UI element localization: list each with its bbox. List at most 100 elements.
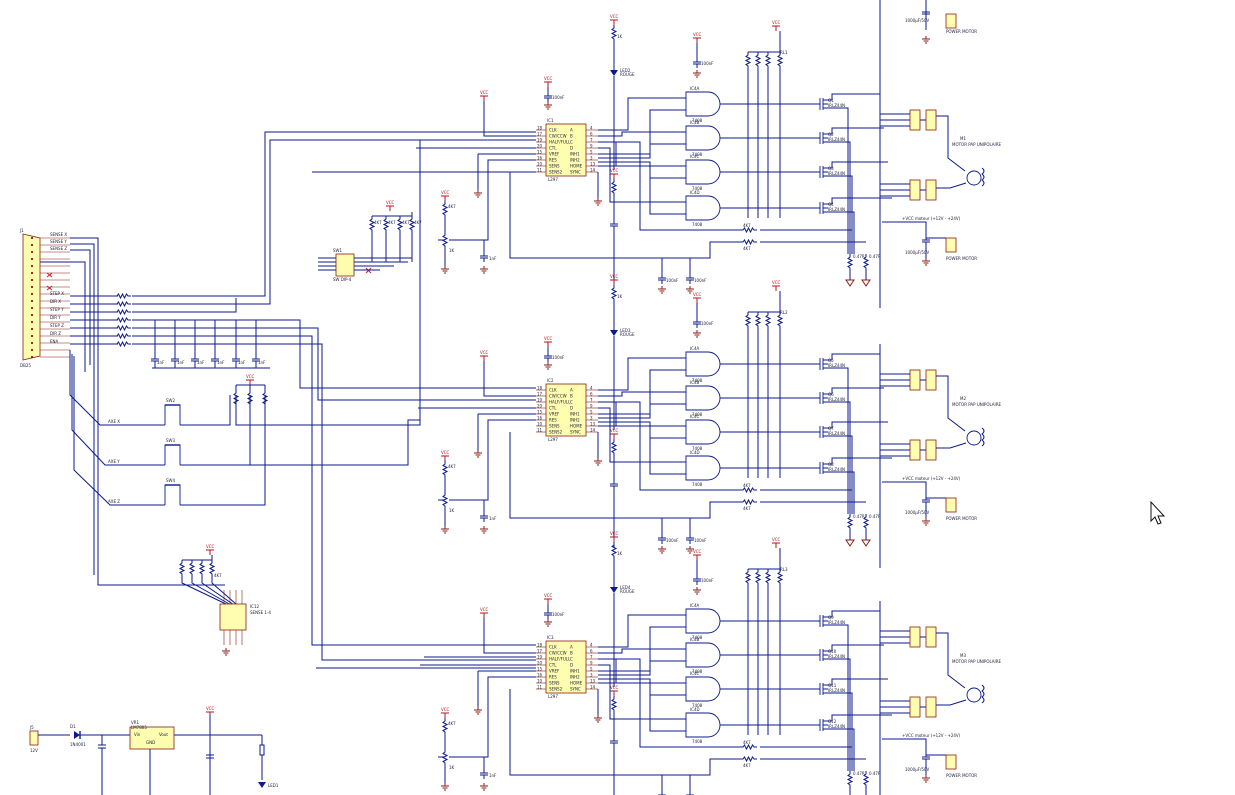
gate-ref: IC4C <box>690 414 700 419</box>
mosfet-part: IRLZ44N <box>828 467 845 472</box>
vcc-symbol <box>610 173 618 179</box>
pin-name: B <box>570 394 573 399</box>
mosfet-part: IRLZ44N <box>828 171 845 176</box>
resistor-value: 0.47R <box>869 254 881 259</box>
limit-switch-ref: SW3 <box>166 438 175 443</box>
ground-symbol <box>594 458 602 466</box>
capacitor-value: 1000µF/50V <box>905 767 929 772</box>
led-power-symbol <box>258 782 266 788</box>
resistor-value: 1K <box>617 551 623 556</box>
filter-capacitor <box>211 355 219 365</box>
decoupling-capacitor <box>544 352 552 362</box>
pin-number: 7 <box>590 397 593 402</box>
db25-pin-label: STEP Z <box>50 323 64 328</box>
pin-number: 14 <box>590 167 596 172</box>
led-power-label: LED1 <box>268 783 279 788</box>
gate-ref: IC4A <box>690 603 700 608</box>
vref-resistor <box>441 201 449 218</box>
dip-pullup-resistor <box>396 216 404 233</box>
gate-pullup-resistor <box>744 312 752 329</box>
pin-name: SYNC <box>570 687 581 692</box>
pin-number: 5 <box>590 149 593 154</box>
pin-name: SYNC <box>570 430 581 435</box>
vcc-label: VCC <box>772 537 781 542</box>
pin-name: RES <box>549 418 557 423</box>
pin-number: 4 <box>590 642 593 647</box>
driver-ic-box <box>545 640 587 694</box>
vcc-label: VCC <box>693 292 702 297</box>
dip-ref: SW1 <box>333 248 342 253</box>
db25-pin-dot <box>30 348 34 352</box>
db25-pin-dot <box>30 243 34 247</box>
ground-symbol <box>658 546 666 554</box>
vcc-label: VCC <box>693 32 702 37</box>
resistor-value: 4K7 <box>448 464 456 469</box>
db25-pin-dot <box>30 355 34 359</box>
motor-bulk-capacitor <box>922 8 930 18</box>
resistor-value: 4K7 <box>743 763 751 768</box>
mosfet-symbol <box>819 615 832 627</box>
led-color: ROUGE <box>620 332 635 337</box>
mosfet-ref: Q11 <box>828 683 837 688</box>
and-gate-symbol <box>685 455 721 481</box>
and-gate-symbol <box>685 159 721 185</box>
bulk-capacitor <box>686 791 694 795</box>
osc-resistor <box>610 179 618 196</box>
pin-number: 7 <box>590 137 593 142</box>
pin-number: 10 <box>537 421 543 426</box>
pin-number: 10 <box>537 678 543 683</box>
pullup-resistor <box>232 390 240 407</box>
and-gate-symbol <box>685 195 721 221</box>
power-motor-connector <box>945 497 957 513</box>
pin-name: CW/CCW <box>549 651 567 656</box>
pin-number: 15 <box>537 149 543 154</box>
dip-label: SW DIP-4 <box>333 277 352 282</box>
gate-part: 7408 <box>692 446 703 451</box>
resistor-value: 0.47R <box>853 771 865 776</box>
led-resistor <box>610 25 618 42</box>
ground-symbol <box>594 198 602 206</box>
db25-pin-label: SENSE X <box>50 232 67 237</box>
vcc-symbol <box>772 542 780 548</box>
gate-ref: IC4B <box>690 637 700 642</box>
ground-symbol <box>544 619 552 627</box>
regulator-part: LM7805 <box>131 725 147 730</box>
pin-number: 3 <box>590 415 593 420</box>
ground-symbol <box>474 450 482 458</box>
db25-pin-dot <box>30 278 34 282</box>
and-gate-symbol <box>685 351 721 377</box>
capacitor-value: 1nF <box>177 360 185 365</box>
power-motor-connector <box>945 754 957 770</box>
sense-series-resistor <box>740 486 757 494</box>
pin-number: 6 <box>590 131 593 136</box>
gate-ref: IC4A <box>690 86 700 91</box>
pin-name: A <box>570 645 573 650</box>
vcc-symbol <box>610 536 618 542</box>
pin-number: 9 <box>590 660 593 665</box>
power-input-label: 12V <box>30 748 38 753</box>
gate-ref: IC4D <box>690 707 700 712</box>
db25-wires <box>40 237 225 586</box>
db25-pin-dot <box>30 271 34 275</box>
led-resistor <box>610 542 618 559</box>
pin-name: B <box>570 134 573 139</box>
pin-name: INH1 <box>570 669 580 674</box>
bulk-capacitor <box>686 274 694 284</box>
limit-switch-label: AXE Z <box>108 499 120 504</box>
resistor-value: 4K7 <box>374 220 382 225</box>
regulator-gnd: GND <box>146 740 155 745</box>
mosfet-part: IRLZ44N <box>828 207 845 212</box>
osc-resistor <box>610 439 618 456</box>
motor-coil-icon <box>981 167 985 187</box>
pin-name: B <box>570 651 573 656</box>
mosfet-symbol <box>819 462 832 474</box>
ground-symbol <box>686 286 694 294</box>
pin-name: C <box>570 657 573 662</box>
pin-name: D <box>570 406 573 411</box>
osc-resistor <box>610 696 618 713</box>
mosfet-symbol <box>819 202 832 214</box>
pin-number: 6 <box>590 391 593 396</box>
